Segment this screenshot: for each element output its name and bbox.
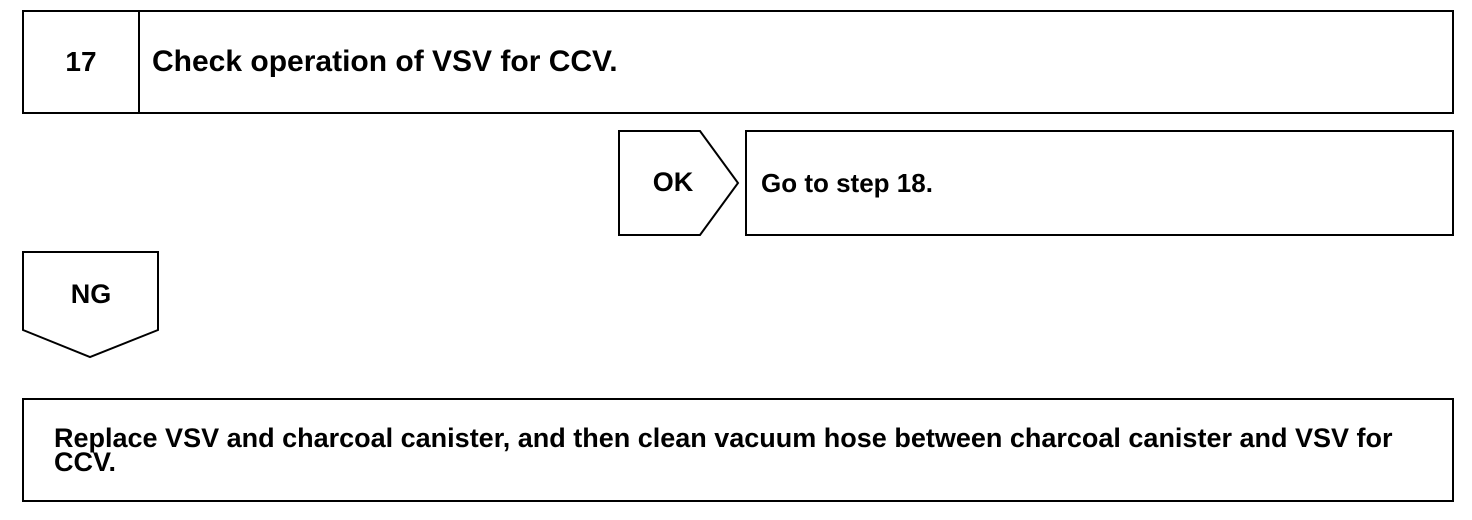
- final-action-box: Replace VSV and charcoal canister, and t…: [22, 398, 1454, 502]
- ok-result-text: Go to step 18.: [761, 167, 933, 198]
- final-action-text: Replace VSV and charcoal canister, and t…: [54, 423, 1393, 477]
- ok-label: OK: [652, 166, 694, 197]
- step-box: 17 Check operation of VSV for CCV.: [22, 10, 1454, 114]
- step-title: Check operation of VSV for CCV.: [152, 45, 618, 78]
- step-number: 17: [24, 12, 140, 112]
- ng-arrow-shape: [22, 251, 159, 359]
- ng-label: NG: [70, 278, 112, 309]
- ok-result-box: Go to step 18.: [745, 130, 1454, 236]
